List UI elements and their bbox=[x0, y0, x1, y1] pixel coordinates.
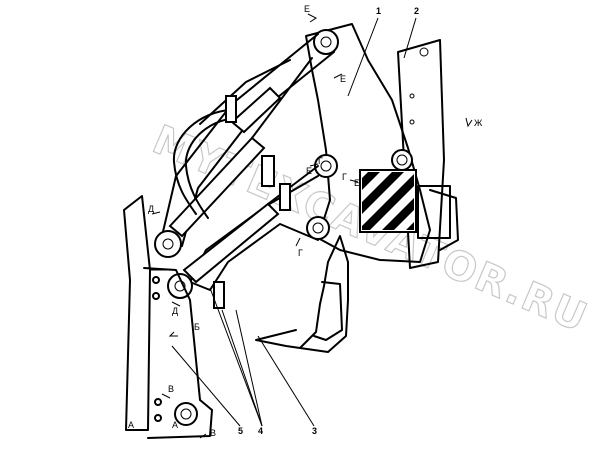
upper-pivot-pin bbox=[313, 29, 339, 55]
mounting-bracket bbox=[305, 23, 431, 263]
post-hole bbox=[409, 119, 415, 125]
section-mark-A: А bbox=[128, 420, 134, 430]
valve-fitting bbox=[261, 155, 275, 187]
side-box bbox=[417, 185, 451, 239]
lower-pivot-pin-inner bbox=[312, 222, 324, 234]
lower-beam-pin bbox=[174, 402, 198, 426]
section-mark-E: Е bbox=[304, 4, 310, 14]
section-mark-E: Е bbox=[354, 178, 360, 188]
link-pin-upper-inner bbox=[162, 238, 174, 250]
section-mark-E: Е bbox=[306, 166, 312, 176]
shank-guard bbox=[313, 281, 343, 341]
link-pin-lower-inner bbox=[174, 280, 186, 292]
valve-fitting bbox=[225, 95, 237, 123]
hydraulic-hose-1 bbox=[172, 109, 231, 215]
ripper-tip bbox=[255, 329, 301, 349]
post-hole bbox=[409, 93, 415, 99]
part-label-4: 4 bbox=[258, 426, 263, 436]
valve-fitting bbox=[213, 281, 225, 309]
post-pin bbox=[391, 149, 413, 171]
section-mark-B: Б bbox=[194, 322, 200, 332]
hydraulic-cylinder-lower bbox=[182, 165, 319, 284]
section-mark-G: Г bbox=[342, 172, 347, 182]
part-label-3: 3 bbox=[312, 426, 317, 436]
section-mark-V: В bbox=[168, 384, 174, 394]
upper-pivot-pin-inner bbox=[320, 36, 332, 48]
part-label-1: 1 bbox=[376, 6, 381, 16]
middle-pivot-pin-inner bbox=[320, 160, 332, 172]
ripper-beam bbox=[123, 195, 151, 431]
post-hole bbox=[419, 47, 429, 57]
valve-fitting bbox=[279, 183, 291, 211]
beam-bolts bbox=[152, 276, 162, 422]
section-mark-G: Г bbox=[318, 156, 323, 166]
upper-link-arm-inner bbox=[199, 59, 291, 125]
hydraulic-hose-2 bbox=[184, 117, 237, 219]
section-mark-Zh: Ж bbox=[474, 118, 483, 128]
leader-lines bbox=[171, 17, 417, 427]
part-label-5: 5 bbox=[238, 426, 243, 436]
section-mark-V: В bbox=[210, 428, 216, 438]
section-mark-D: Д bbox=[148, 204, 154, 214]
section-arrows bbox=[151, 13, 473, 439]
section-mark-E: Е bbox=[340, 74, 346, 84]
lower-beam-pin-inner bbox=[180, 408, 192, 420]
link-pin-upper bbox=[154, 230, 182, 258]
section-mark-D: Д bbox=[172, 306, 178, 316]
post-pin-inner bbox=[396, 154, 408, 166]
middle-pivot-pin bbox=[314, 154, 338, 178]
part-label-2: 2 bbox=[414, 6, 419, 16]
section-mark-A: А bbox=[172, 420, 178, 430]
section-mark-G: Г bbox=[298, 248, 303, 258]
hazard-plate bbox=[359, 169, 417, 233]
side-box-bracket bbox=[429, 189, 459, 251]
